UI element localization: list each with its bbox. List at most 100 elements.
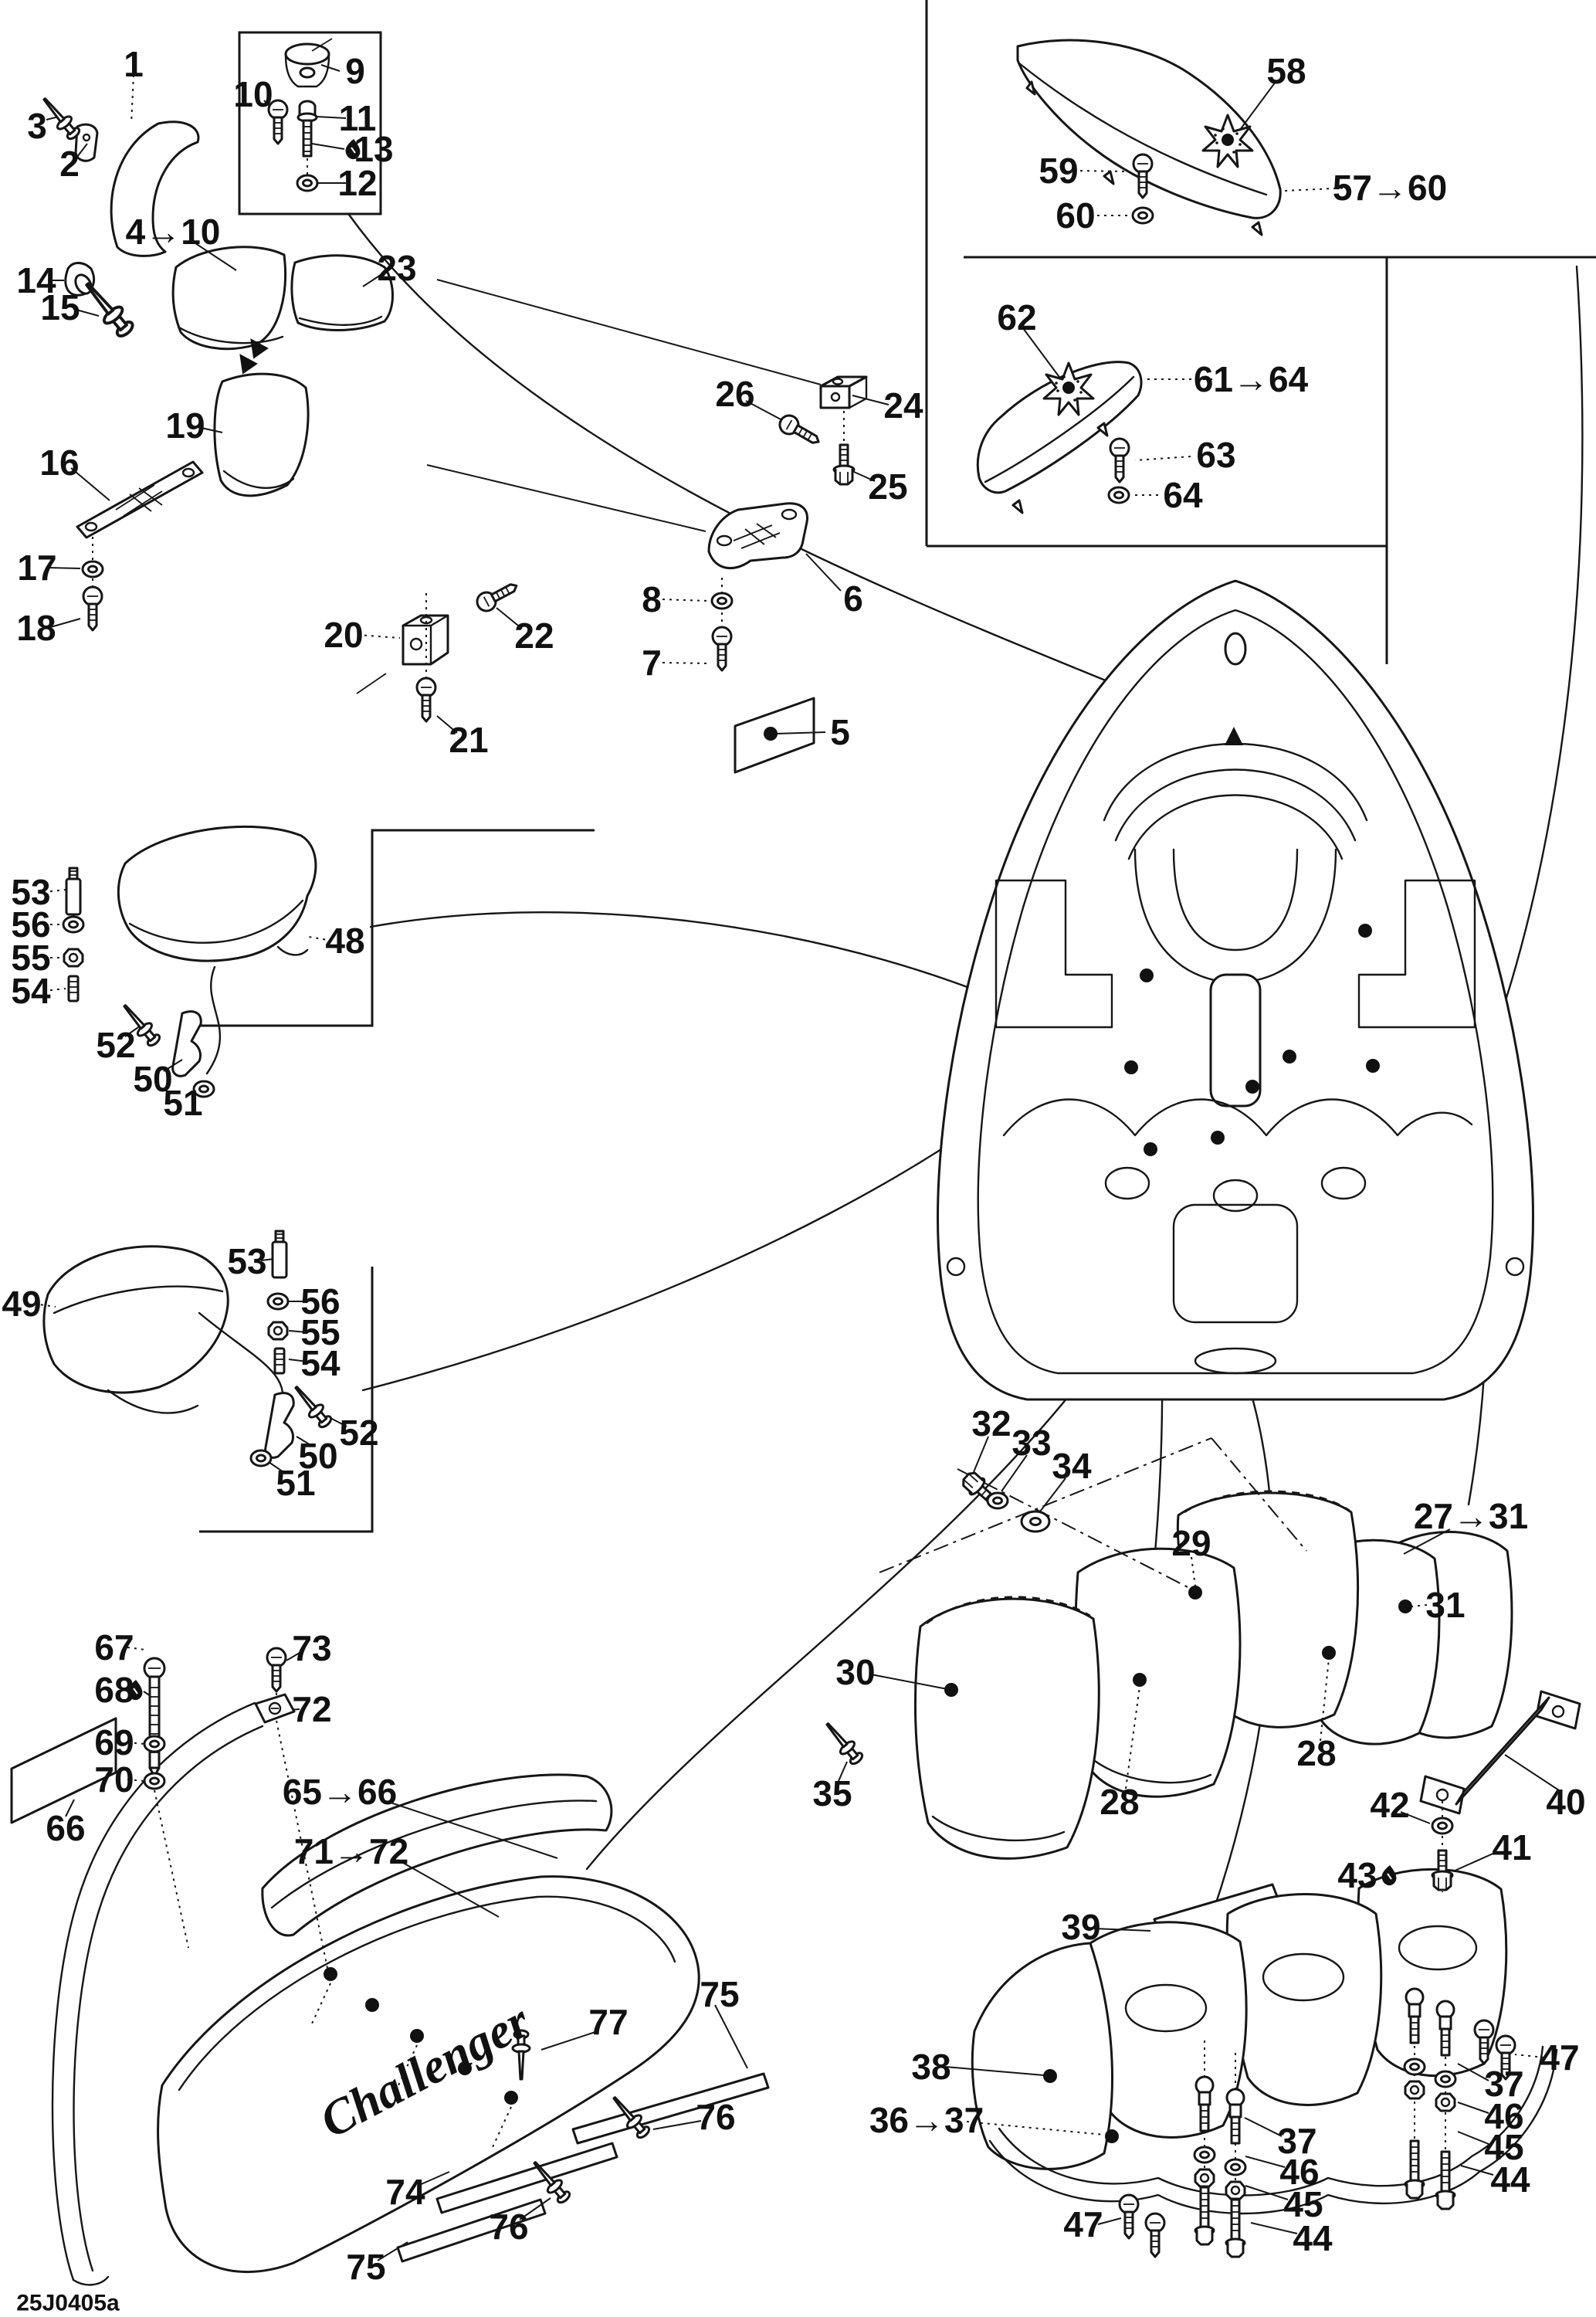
- callout-18: 18: [16, 608, 56, 648]
- deck-hood-65-66: [261, 1773, 613, 1937]
- leader-line-87: [1457, 2131, 1489, 2145]
- seat-apron-38: [971, 1942, 1113, 2170]
- seat-hump-left: [1087, 1921, 1248, 2139]
- leader-line-60: [540, 2030, 598, 2051]
- callout-54: 54: [300, 1343, 341, 1383]
- callout-31: 31: [1425, 1585, 1465, 1625]
- callout-45: 45: [1283, 2184, 1323, 2224]
- callout-24: 24: [883, 385, 923, 426]
- leader-line-70: [1411, 1604, 1428, 1607]
- callout-2: 2: [59, 144, 80, 184]
- leader-line-88: [1460, 2165, 1494, 2176]
- bracket-24-hole-top: [832, 378, 844, 385]
- callout-72: 72: [292, 1689, 331, 1729]
- leader-line-89: [1097, 2217, 1122, 2225]
- leader-line-23: [662, 599, 710, 602]
- cushion-30: [913, 1597, 1100, 1860]
- leader-line-96: [957, 1468, 1193, 1590]
- cup-9-hole: [299, 66, 316, 79]
- callout-38: 38: [911, 2047, 950, 2087]
- pad-48-endcap: [276, 945, 309, 956]
- leader-line-64: [377, 2241, 408, 2261]
- callout-56: 56: [11, 904, 50, 945]
- pad-61-64-spike-1: [1011, 499, 1024, 514]
- callout-71→72: 71→72: [294, 1831, 408, 1871]
- leader-line-2: [76, 143, 88, 158]
- strap-40-plate-bottom: [1419, 1775, 1466, 1815]
- callout-34: 34: [1052, 1446, 1092, 1486]
- footrest-pad-57-60: [1016, 39, 1282, 219]
- strap-16-hatch: [115, 484, 163, 517]
- pad-57-60-spike-1: [1025, 80, 1036, 96]
- leader-line-76: [1400, 1811, 1431, 1824]
- callout-1: 1: [124, 44, 144, 84]
- callout-21: 21: [449, 720, 488, 760]
- callout-54: 54: [11, 971, 51, 1011]
- footrest-pad-61-64: [976, 361, 1143, 494]
- callout-62: 62: [997, 297, 1036, 338]
- cushion-29-dashed-edge: [1184, 1490, 1350, 1514]
- callout-39: 39: [1061, 1907, 1100, 1947]
- callout-25J0405a: 25J0405a: [16, 2291, 120, 2316]
- strap-40-bar: [1455, 1696, 1550, 1806]
- hull-seat-scallops: [1002, 1098, 1473, 1137]
- callout-35: 35: [812, 1773, 852, 1813]
- callout-58: 58: [1266, 51, 1306, 91]
- deck-panel-inner-line: [178, 1895, 676, 2091]
- leader-line-46: [288, 1359, 308, 1362]
- hull-dot-8: [1144, 1142, 1157, 1156]
- callout-30: 30: [835, 1652, 875, 1692]
- leader-line-45: [288, 1330, 308, 1333]
- mount-bracket-50a: [171, 1010, 202, 1077]
- pad-57-60-seam: [1018, 62, 1268, 196]
- pad-57-60-spike-3: [1251, 221, 1263, 236]
- leader-line-63: [519, 2197, 551, 2220]
- panel5-dot: [764, 727, 778, 741]
- callout-67: 67: [94, 1627, 134, 1667]
- group-armrest-49: [42, 1245, 295, 1459]
- callout-26: 26: [715, 374, 754, 414]
- hull-dot-3: [1124, 1060, 1138, 1074]
- seat-cushion-skirt: [178, 326, 284, 344]
- callout-73: 73: [292, 1628, 331, 1668]
- washer-46b2-icon: [1434, 2070, 1457, 2088]
- leader-line-57: [65, 1799, 75, 1817]
- group-cushions-27-31: [913, 1490, 1513, 1860]
- leader-line-68: [1403, 1528, 1451, 1555]
- screw-7-icon: [711, 626, 733, 672]
- leader-line-71: [870, 1674, 952, 1691]
- callout-51: 51: [163, 1083, 202, 1123]
- callout-23: 23: [377, 248, 416, 288]
- group-pad-61-64: [976, 361, 1143, 514]
- group-deck: [51, 1701, 770, 2286]
- inset-box-9-13: [238, 31, 382, 215]
- bracket-2-hole: [82, 133, 91, 142]
- washer-17-icon: [81, 560, 104, 578]
- locknut-45b2-icon: [1435, 2092, 1456, 2112]
- washer-70-icon: [143, 1772, 166, 1790]
- callout-52: 52: [339, 1413, 378, 1453]
- washer-51b-icon: [249, 1449, 273, 1467]
- locknut-45a1-icon: [1194, 2168, 1215, 2188]
- callout-17: 17: [17, 548, 56, 588]
- callout-48: 48: [325, 921, 364, 961]
- section-borders: [199, 0, 1596, 1533]
- callout-11: 11: [339, 98, 377, 138]
- callout-28: 28: [1296, 1733, 1336, 1773]
- hull-side-hole-left: [946, 1257, 966, 1277]
- leader-line-39: [124, 1025, 141, 1037]
- leader-line-3: [320, 64, 341, 72]
- screw-47l2-icon: [1144, 2212, 1166, 2258]
- callout-47: 47: [1540, 2037, 1579, 2078]
- cap-14-opening: [74, 273, 93, 295]
- curve-box-to-hull-right: [1487, 265, 1584, 1052]
- screw-47l1-icon: [1118, 2193, 1140, 2240]
- deck-dot-2: [365, 1998, 379, 2012]
- callout-46: 46: [1484, 2096, 1523, 2136]
- hull-stern-oval: [1194, 1347, 1277, 1375]
- leader-line-84: [1250, 2222, 1298, 2234]
- leader-line-100: [154, 1789, 189, 1949]
- washer-34-icon: [1020, 1510, 1051, 1533]
- callout-6: 6: [843, 578, 863, 619]
